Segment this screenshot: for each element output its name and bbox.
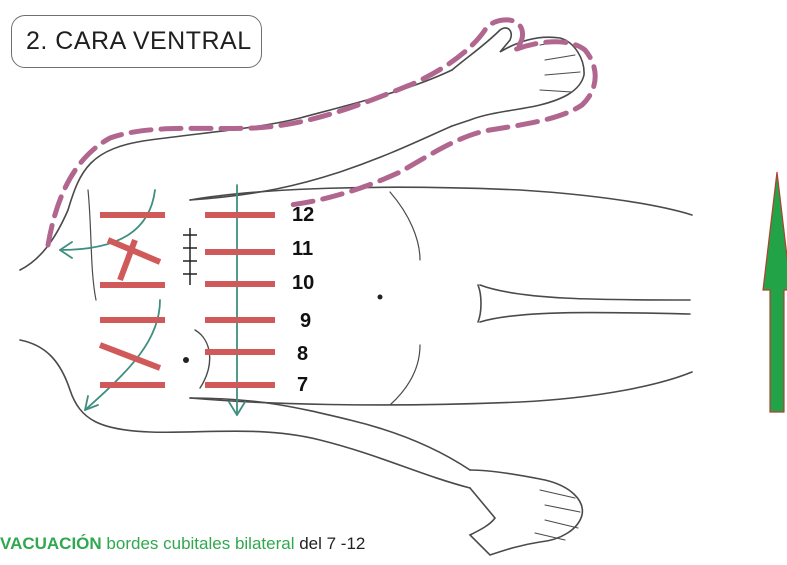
lower-hand-outline xyxy=(470,470,582,555)
title-text: 2. CARA VENTRAL xyxy=(26,27,252,56)
segment-number: 7 xyxy=(297,374,308,397)
green-up-arrow xyxy=(763,172,787,412)
segment-number: 9 xyxy=(300,310,311,333)
lower-arm-inner-outline xyxy=(190,398,470,470)
teal-arrow-upper xyxy=(60,190,155,250)
caption: VACUACIÓN bordes cubitales bilateral del… xyxy=(0,534,365,554)
caption-keyword: VACUACIÓN xyxy=(0,534,102,553)
caption-description: bordes cubitales bilateral xyxy=(106,534,294,553)
segment-number: 8 xyxy=(297,343,308,366)
title-box: 2. CARA VENTRAL xyxy=(11,15,262,68)
segment-number: 12 xyxy=(292,204,314,227)
caption-range: del 7 -12 xyxy=(299,534,365,553)
segment-number: 10 xyxy=(292,272,314,295)
segment-number: 11 xyxy=(292,238,313,261)
red-bar xyxy=(100,345,160,368)
upper-arm-outline xyxy=(20,70,452,270)
legs-outline xyxy=(480,285,690,322)
torso-upper-edge xyxy=(190,187,692,215)
torso-lower-edge xyxy=(190,372,692,405)
navel-dot xyxy=(378,295,383,300)
dot-marker xyxy=(183,357,189,363)
lower-flank-outline xyxy=(20,340,470,488)
